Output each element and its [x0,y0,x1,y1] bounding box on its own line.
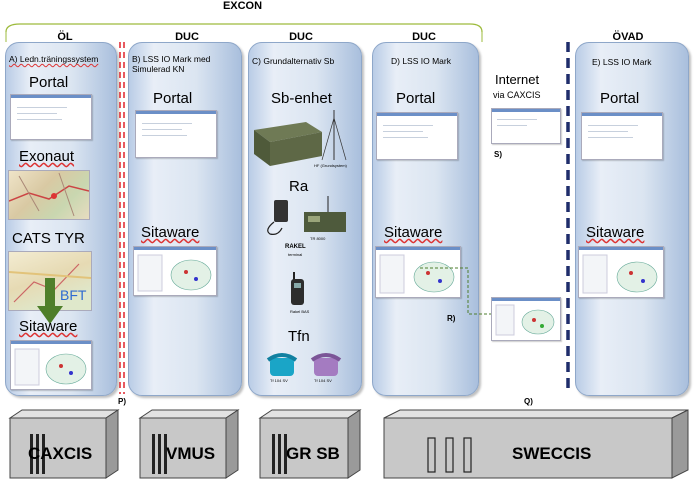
red-dashed-separator [119,42,125,394]
column-e-title: E) LSS IO Mark [592,57,652,67]
internet-label: Internet [495,72,540,87]
marker-p: P) [118,397,126,406]
header-ol: ÖL [57,31,73,43]
column-d [372,42,479,396]
header-duc-b: DUC [175,31,199,43]
marker-r: R) [447,314,456,323]
portal-label-d: Portal [396,90,436,107]
excon-bracket [5,23,483,42]
column-b [128,42,242,396]
sitaware-thumbnail-d [375,246,461,298]
rakel-phone-image [291,272,304,305]
sitaware-label-b: Sitaware [141,224,200,241]
column-e [575,42,689,396]
column-a-title: A) Ledn.träningssystem [9,54,99,64]
sb-enhet-image [254,110,347,166]
bft-label: BFT [60,287,87,303]
sb-enhet-label: Sb-enhet [271,90,332,107]
cats-tyr-label: CATS TYR [12,230,85,247]
radio-caption: TR 8000 [310,236,326,241]
server-caxcis [8,409,120,479]
sitaware-thumbnail-a [10,340,92,390]
internet-portal-thumbnail [491,108,561,144]
portal-thumbnail-d [376,112,458,160]
sitaware-label-a: Sitaware [19,318,78,335]
phone-caption: Rakel BAS [290,309,310,314]
hf-caption: HF (Grundsystem) [314,163,347,168]
ra-label: Ra [289,178,309,195]
portal-label-b: Portal [153,90,193,107]
exonaut-map-thumbnail [8,170,90,220]
navy-dashed-separator [566,42,570,394]
server-sweccis [383,409,689,479]
sitaware-label-e: Sitaware [586,224,645,241]
column-b-title: B) LSS IO Mark med Simulerad KN [132,54,211,74]
tel-caption-1: Tf 104 SV [270,378,288,383]
ra-radio-image [267,196,346,235]
portal-thumbnail-a [10,94,92,140]
tfn-label: Tfn [288,328,310,345]
sitaware-label-d: Sitaware [384,224,443,241]
internet-sub-label: via CAXCIS [493,90,541,100]
column-d-title: D) LSS IO Mark [391,56,451,66]
server-vmus [138,409,240,479]
server-sweccis-label: SWECCIS [512,444,592,463]
header-duc-c: DUC [289,31,313,43]
portal-label-a: Portal [29,74,69,91]
excon-title: EXCON [222,0,263,12]
exonaut-label: Exonaut [19,148,75,165]
rakel-sub-label: terminal [288,252,303,257]
server-vmus-label: VMUS [166,444,216,463]
column-c-title: C) Grundalternativ Sb [252,56,335,66]
marker-q: Q) [524,397,533,406]
portal-thumbnail-b [135,110,217,158]
internet-sitaware-thumbnail [491,297,561,341]
server-grsb [258,409,362,479]
server-caxcis-label: CAXCIS [28,444,93,463]
server-grsb-label: GR SB [286,444,340,463]
portal-thumbnail-e [581,112,663,160]
header-ovad: ÖVAD [612,31,644,43]
sitaware-thumbnail-e [578,246,664,298]
marker-s: S) [494,150,502,159]
rakel-label: RAKEL [285,244,306,250]
tel-caption-2: Tf 104 SV [314,378,332,383]
portal-label-e: Portal [600,90,640,107]
bft-arrow [37,278,63,324]
telephone-icons [266,353,342,376]
header-duc-d: DUC [412,31,436,43]
sitaware-thumbnail-b [133,246,217,296]
